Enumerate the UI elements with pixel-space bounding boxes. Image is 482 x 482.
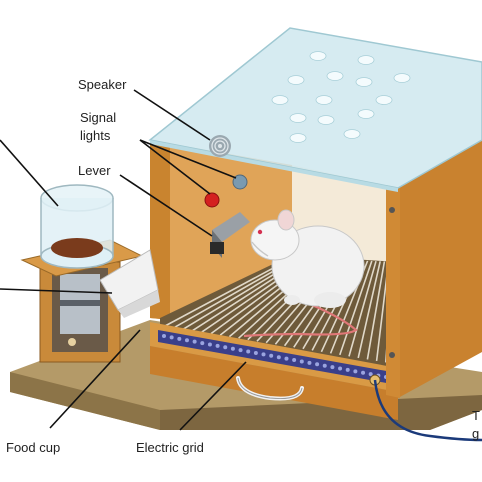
power-wire bbox=[373, 379, 482, 442]
leader-lines bbox=[0, 89, 247, 431]
air-hole bbox=[326, 71, 344, 81]
rail-dot bbox=[307, 360, 312, 365]
label-speaker: Speaker bbox=[78, 77, 127, 92]
rail-dot bbox=[353, 369, 358, 374]
rail-dot bbox=[330, 365, 335, 370]
box-right-wall bbox=[398, 140, 482, 398]
air-hole bbox=[289, 133, 307, 143]
grid-bar bbox=[339, 260, 373, 356]
rail-dot bbox=[200, 341, 205, 346]
rail-dot bbox=[361, 370, 366, 375]
rail-dot bbox=[184, 338, 189, 343]
rail-dot bbox=[169, 335, 174, 340]
rail-dot bbox=[207, 342, 212, 347]
air-holes bbox=[271, 51, 411, 143]
rail-dot bbox=[368, 372, 373, 377]
grid-bar bbox=[348, 260, 377, 357]
label-lever: Lever bbox=[78, 163, 111, 178]
air-hole bbox=[289, 113, 307, 123]
rail-dot bbox=[215, 343, 220, 348]
air-hole bbox=[375, 95, 393, 105]
rail-dot bbox=[284, 356, 289, 361]
rail-dot bbox=[192, 339, 197, 344]
rail-dot bbox=[345, 367, 350, 372]
rail-dot bbox=[292, 358, 297, 363]
air-hole bbox=[343, 129, 361, 139]
speaker-icon bbox=[209, 135, 231, 157]
rail-dot bbox=[162, 334, 166, 338]
rail-dot bbox=[322, 363, 327, 368]
drawer bbox=[150, 346, 398, 420]
air-hole bbox=[393, 73, 411, 83]
signal-lights bbox=[204, 174, 248, 208]
rail-dot bbox=[177, 336, 182, 341]
label-right-edge-line1: T bbox=[472, 408, 480, 423]
rail-dot bbox=[230, 346, 235, 351]
rail-dot bbox=[276, 355, 281, 360]
food-chute bbox=[99, 249, 160, 318]
rail-dot bbox=[246, 349, 251, 354]
rail-dot bbox=[269, 353, 274, 358]
rail-dots bbox=[162, 334, 388, 379]
air-hole bbox=[315, 95, 333, 105]
label-signal-lights-line2: lights bbox=[80, 128, 111, 143]
signal-light-blue-icon bbox=[232, 174, 248, 190]
grid-bar bbox=[357, 261, 381, 359]
label-food-cup: Food cup bbox=[6, 440, 60, 455]
air-hole bbox=[357, 55, 375, 65]
air-hole bbox=[271, 95, 289, 105]
rail-dot bbox=[299, 359, 304, 364]
label-right-edge-line2: g bbox=[472, 426, 479, 441]
rail-dot bbox=[261, 352, 266, 357]
rail-dot bbox=[238, 348, 243, 353]
air-hole bbox=[317, 115, 335, 125]
lever-icon bbox=[210, 212, 250, 258]
rail-dot bbox=[315, 362, 320, 367]
grid-bar bbox=[366, 261, 386, 360]
rail-dot bbox=[338, 366, 343, 371]
air-hole bbox=[357, 109, 375, 119]
grid-bar bbox=[164, 257, 293, 327]
front-rail bbox=[150, 322, 398, 392]
signal-light-red-icon bbox=[204, 192, 220, 208]
label-electric-grid: Electric grid bbox=[136, 440, 204, 455]
air-hole bbox=[309, 51, 327, 61]
rail-dot bbox=[253, 350, 258, 355]
label-signal-lights-line1: Signal bbox=[80, 110, 116, 125]
air-hole bbox=[287, 75, 305, 85]
air-hole bbox=[355, 77, 373, 87]
rail-dot bbox=[223, 345, 228, 350]
rat-icon bbox=[243, 209, 365, 338]
